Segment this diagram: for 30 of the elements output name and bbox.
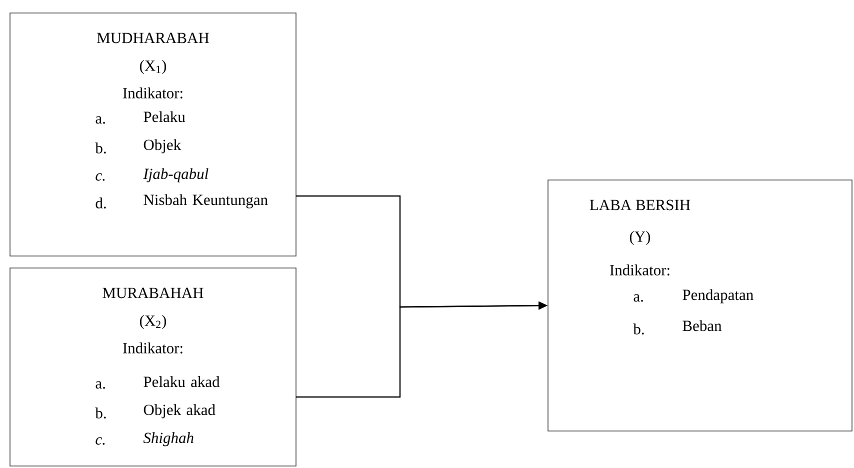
indicator-heading: Indikator: [123, 342, 182, 354]
list-marker: a. [634, 294, 643, 302]
indicator-item: Pelaku akad [144, 376, 220, 388]
indicator-item: Beban [682, 320, 722, 332]
variable-symbol: (Y) [630, 230, 650, 246]
list-marker: d. [96, 198, 106, 208]
indicator-item: Nisbah Keuntungan [144, 194, 268, 208]
list-marker: b. [95, 408, 106, 418]
variable-name: MUDHARABAH [97, 32, 209, 44]
list-marker: a. [96, 116, 105, 124]
indicator-item: Pelaku [144, 111, 186, 122]
indicator-item: Pendapatan [682, 289, 754, 304]
list-marker: b. [95, 142, 106, 154]
indicator-item: Objek [144, 139, 182, 154]
variable-name: MURABAHAH [102, 288, 204, 298]
variable-symbol: (X$_{1}$) [140, 60, 166, 74]
list-marker: b. [633, 324, 644, 334]
indicator-heading: Indikator: [123, 88, 182, 98]
indicator-heading: Indikator: [610, 264, 670, 276]
variable-name: LABA BERSIH [590, 200, 690, 210]
list-marker: c. [96, 173, 105, 181]
variable-box [10, 12, 296, 256]
indicator-item: Ijab-qabul [143, 168, 208, 182]
list-marker: a. [96, 381, 105, 389]
variable-symbol: (X$_{2}$) [140, 314, 166, 330]
list-marker: c. [96, 437, 105, 445]
indicator-item: Shighah [143, 432, 194, 446]
variable-box [548, 180, 852, 432]
indicator-item: Objek akad [144, 404, 216, 418]
variable-box [10, 268, 296, 466]
